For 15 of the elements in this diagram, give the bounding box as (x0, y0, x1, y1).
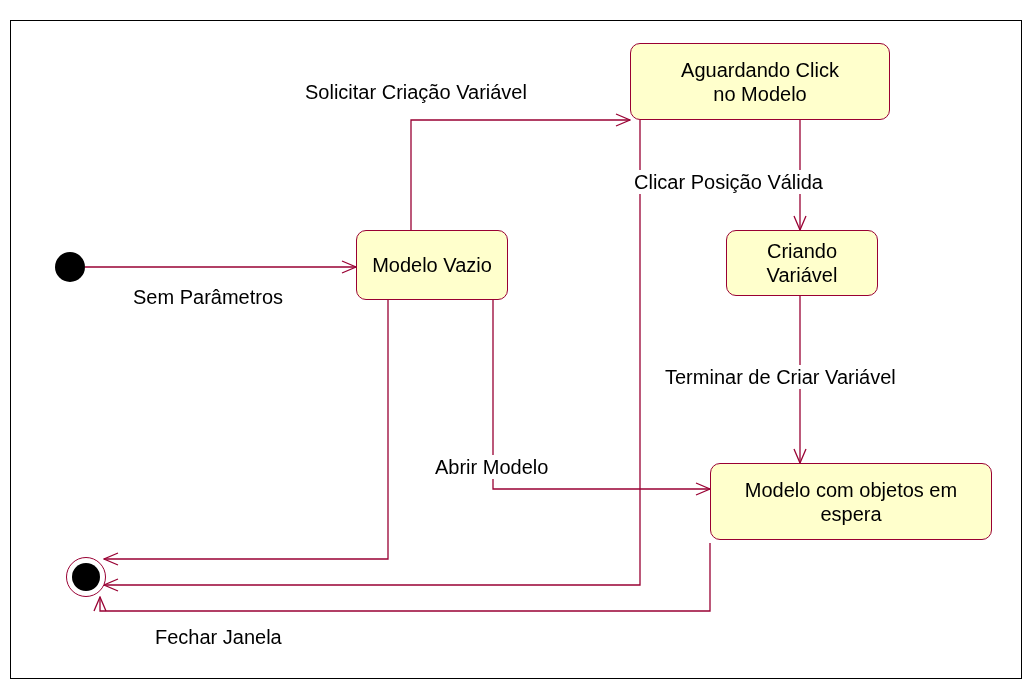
transition-arrow (103, 119, 641, 592)
state-box: Aguardando Click no Modelo (630, 43, 890, 120)
transition-arrow (103, 299, 389, 566)
final-state (66, 557, 106, 597)
state-box: Modelo Vazio (356, 230, 508, 300)
edge-label: Abrir Modelo (435, 455, 549, 479)
state-box: Modelo com objetos em espera (710, 463, 992, 540)
initial-state (55, 252, 85, 282)
edge-label: Clicar Posição Válida (634, 170, 823, 194)
transition-arrow (84, 260, 357, 274)
edge-label: Terminar de Criar Variável (665, 365, 896, 389)
transition-arrow (492, 299, 711, 496)
state-box: Criando Variável (726, 230, 878, 296)
transition-arrow (410, 113, 631, 231)
transition-arrow (93, 542, 711, 612)
